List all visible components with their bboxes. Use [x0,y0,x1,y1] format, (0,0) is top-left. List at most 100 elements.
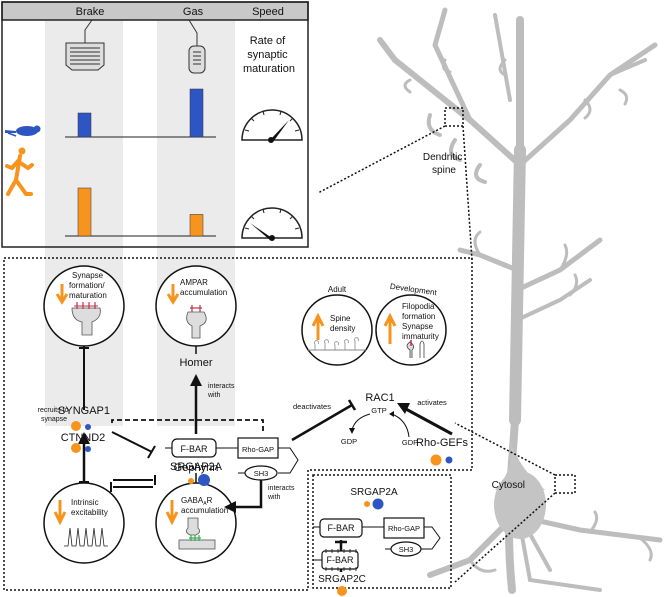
syngap1-rhogap-dashed-link [111,419,264,434]
increase-arrow-icon [311,312,325,340]
gtp-label: GTP [371,406,386,415]
speed-gauge-human [241,207,303,241]
activates-label: activates [417,398,447,407]
cytosol-callout-line [454,422,556,476]
arrowhead [349,428,355,434]
header-gas: Gas [183,6,204,18]
homer-node: Homer [179,357,212,369]
human-expression-dot [364,501,370,507]
top-panel-border [1,1,309,248]
mouse-expression-dot [198,474,210,486]
speed-gauge-mouse [241,109,303,143]
gephyrin-node: Gephyrin [174,462,219,474]
svg-text:F-BAR: F-BAR [181,444,209,454]
inset-rhogap-label: Rho-GAP [388,524,420,533]
spine-zoom-box [444,107,464,127]
inhibition-bar [347,399,357,411]
decrease-arrow-icon [53,500,67,526]
human-expression-dot [430,454,442,466]
svg-text:SH3: SH3 [254,469,269,478]
spine-callout-line-2 [462,125,473,261]
gas-pedal-icon [188,19,206,74]
inhibition-bar [147,445,156,459]
mouse-expression-dot [85,424,91,430]
activation-arrowhead [224,501,236,513]
svg-text:Adult: Adult [328,285,347,294]
activation-arrowhead [190,374,202,386]
ctnnd2-node: CTNND2 [61,432,106,444]
human-expression-dot [71,421,81,431]
header-speed: Speed [252,6,284,18]
runner-icon [5,147,34,196]
pathway-dotted-border [3,257,473,591]
human-expression-dot [188,478,194,484]
inset-srgap2c-label: SRGAP2C [318,574,366,585]
rhogap-deactivates-rac1 [291,403,353,442]
syngap1-node: SYNGAP1 [58,405,110,417]
inset-sh3-domain [390,541,422,557]
decrease-arrow-icon [55,284,69,305]
human-brake-bar [77,187,92,237]
srgap2c-fbar-label: F-BAR [327,555,355,565]
human-expression-dot [337,586,347,596]
neuron-illustration [377,7,663,594]
human-expression-dot [71,443,81,453]
arrowhead [389,411,394,417]
header-brake: Brake [76,6,105,18]
dendritic-spine-label: Dendritic spine [423,152,465,176]
rhogefs-node: Rho-GEFs [416,437,468,449]
mouse-expression-dot [445,456,453,464]
srgap2a-protein: F-BAR Rho-GAP SH3 [165,437,299,481]
inset-dotted-border [312,474,452,589]
sh3-interacts-gephyrin [232,480,263,509]
deactivates-label: deactivates [293,402,331,411]
cytosol-inset: SRGAP2A F-BAR Rho-GAP SH3 F-BAR SRGAP2C [312,474,452,596]
gtp-to-gdp-arrow [351,413,371,431]
gdp-label-1: GDP [341,437,357,446]
mouse-brake-bar [77,112,92,138]
gdp-to-gtp-arrow [391,413,410,438]
decrease-arrow-icon [165,500,179,526]
brake-pedal-icon [65,19,105,71]
recruits-to-synapse-label: recruits to synapse [38,407,71,423]
rhogefs-activates-rac1 [403,406,453,436]
inset-rhogap-domain [383,517,425,539]
inset-srgap2a-label: SRGAP2A [350,487,398,498]
neuron-hillock [495,440,545,490]
human-gas-bar [189,214,204,237]
mouse-expression-dot [85,446,91,452]
inset-fbar-label: F-BAR [328,523,356,533]
syngap1-inhibits-srgap2a [111,431,153,453]
svg-text:Rho-GAP: Rho-GAP [242,445,274,454]
speed-description: Rate of synaptic maturation [243,35,295,75]
srgap2c-fbar-domain: F-BAR [321,549,359,571]
mouse-expression-dot [372,498,384,510]
action-potential-trace [64,527,108,547]
mouse-gas-bar [189,88,204,138]
rac1-node: RAC1 [365,392,394,404]
cytosol-zoom-box [554,474,576,494]
inset-sh3-label: SH3 [399,545,414,554]
activation-arrowhead [397,403,410,414]
cytosol-label: Cytosol [492,480,525,491]
activation-arrowhead [78,432,90,444]
srgap2a-label: SRGAP2A [170,461,223,473]
inset-fbar-domain [319,518,363,538]
mouse-icon [5,125,41,137]
top-panel: Brake Gas Speed Rate of synaptic maturat… [1,1,309,250]
decrease-arrow-icon [166,284,180,305]
